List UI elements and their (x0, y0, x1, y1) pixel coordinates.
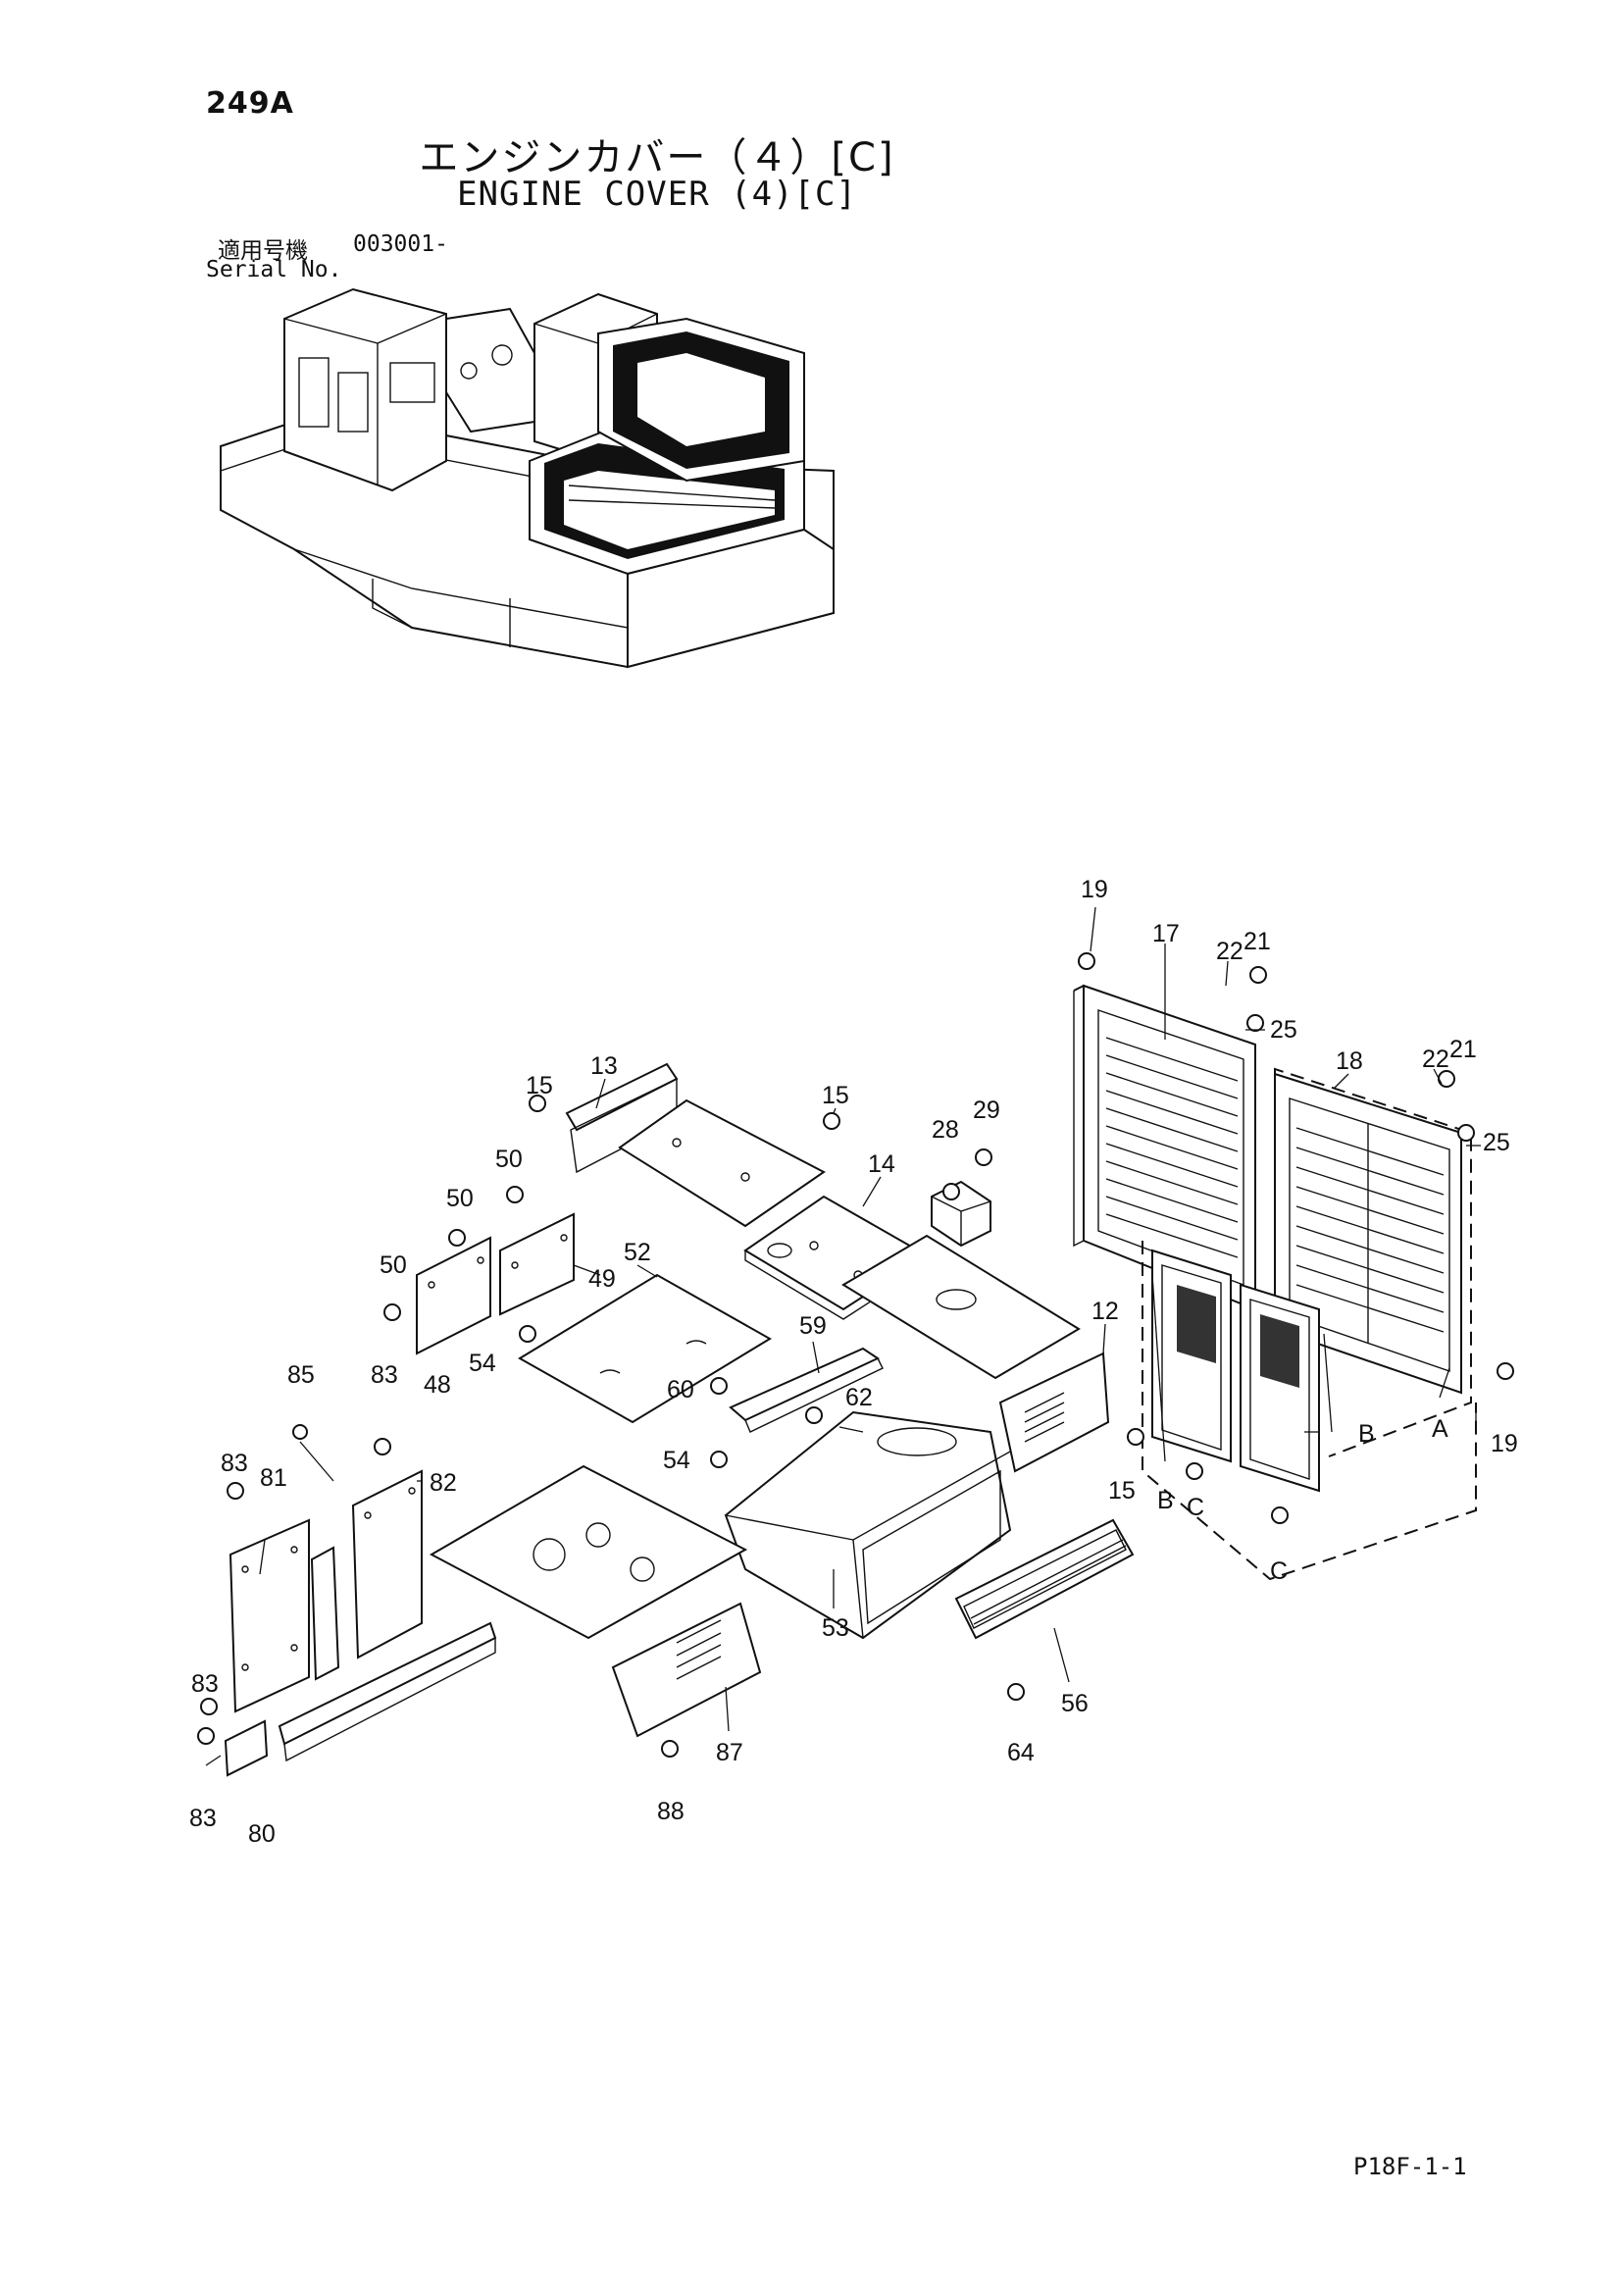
callout-15: 15 (822, 1082, 849, 1109)
callout-28: 28 (932, 1116, 959, 1144)
cover-plate-top (618, 1098, 826, 1228)
engine-housing-53 (724, 1410, 1012, 1640)
callout-21: 21 (1449, 1036, 1477, 1063)
callout-A: A (1432, 1415, 1448, 1443)
callout-59: 59 (799, 1312, 827, 1340)
callout-50: 50 (446, 1185, 474, 1212)
callout-18: 18 (1336, 1047, 1363, 1075)
callout-83: 83 (371, 1361, 398, 1389)
panel-48 (416, 1236, 491, 1355)
machine-overview-illustration (220, 287, 835, 669)
filter-panel-right (1240, 1283, 1320, 1493)
cover-plate-center (841, 1234, 1081, 1380)
callout-15: 15 (1108, 1477, 1136, 1505)
callout-54: 54 (469, 1350, 496, 1377)
callout-80: 80 (248, 1820, 276, 1848)
cover-plate-52 (518, 1273, 772, 1424)
serial-label-japanese: 適用号機 (218, 238, 308, 264)
callout-82: 82 (430, 1469, 457, 1497)
serial-number-value: 003001- (353, 231, 448, 257)
callout-C: C (1270, 1557, 1288, 1585)
bracket-59 (729, 1347, 884, 1433)
oil-cooler-56 (954, 1518, 1135, 1640)
callout-88: 88 (657, 1798, 685, 1825)
callout-B: B (1157, 1487, 1174, 1514)
title-english: ENGINE COVER (4)[C] (457, 175, 857, 214)
panel-82 (351, 1469, 423, 1659)
callout-48: 48 (424, 1371, 451, 1399)
callout-64: 64 (1007, 1739, 1035, 1766)
bolt-fasteners (197, 952, 1514, 1758)
callout-52: 52 (624, 1239, 651, 1266)
side-cover-87 (611, 1602, 762, 1738)
title-japanese: エンジンカバー（４）[C] (419, 135, 895, 180)
panel-81 (228, 1518, 310, 1713)
callout-labels: 19 17 22 21 25 18 22 21 25 15 13 15 28 2… (189, 876, 1518, 1848)
callout-62: 62 (845, 1384, 873, 1411)
callout-B: B (1358, 1420, 1375, 1448)
callout-54: 54 (663, 1447, 690, 1474)
panel-49 (499, 1212, 575, 1316)
callout-19: 19 (1491, 1430, 1518, 1457)
callout-49: 49 (588, 1265, 616, 1293)
bracket-28 (931, 1180, 991, 1248)
callout-17: 17 (1152, 920, 1180, 947)
callout-12: 12 (1091, 1298, 1119, 1325)
callout-81: 81 (260, 1464, 287, 1492)
callout-53: 53 (822, 1614, 849, 1642)
assembly-boundary-18 (1274, 1067, 1472, 1457)
gasket-strip (310, 1546, 340, 1681)
callout-25: 25 (1270, 1016, 1297, 1044)
radiator-screen-18 (1274, 1072, 1462, 1395)
callout-21: 21 (1243, 928, 1271, 955)
callout-22: 22 (1216, 938, 1243, 965)
callout-C: C (1187, 1494, 1204, 1521)
radiator-screen-17 (1073, 984, 1256, 1311)
callout-83: 83 (221, 1450, 248, 1477)
mounting-bar (278, 1621, 497, 1762)
callout-50: 50 (495, 1146, 523, 1173)
callout-29: 29 (973, 1097, 1000, 1124)
callout-25: 25 (1483, 1129, 1510, 1156)
callout-83: 83 (189, 1805, 217, 1832)
callout-83: 83 (191, 1670, 219, 1698)
callout-14: 14 (868, 1150, 895, 1178)
cover-plate-bottom (429, 1464, 748, 1640)
leader-lines (205, 906, 1481, 1766)
page-number: 249A (206, 86, 294, 121)
serial-label-english: Serial No. (206, 257, 342, 282)
callout-56: 56 (1061, 1690, 1089, 1717)
filter-panel-left (1151, 1249, 1232, 1463)
callout-85: 85 (287, 1361, 315, 1389)
callout-50: 50 (380, 1251, 407, 1279)
callout-13: 13 (590, 1052, 618, 1080)
callout-19: 19 (1081, 876, 1108, 903)
callout-22: 22 (1422, 1046, 1449, 1073)
callout-60: 60 (667, 1376, 694, 1403)
side-cover-12 (998, 1352, 1110, 1473)
callout-87: 87 (716, 1739, 743, 1766)
callout-15: 15 (526, 1072, 553, 1099)
plate-80 (224, 1719, 269, 1777)
page-code: P18F-1-1 (1353, 2153, 1467, 2180)
assembly-boundary-filters (1142, 1241, 1477, 1581)
